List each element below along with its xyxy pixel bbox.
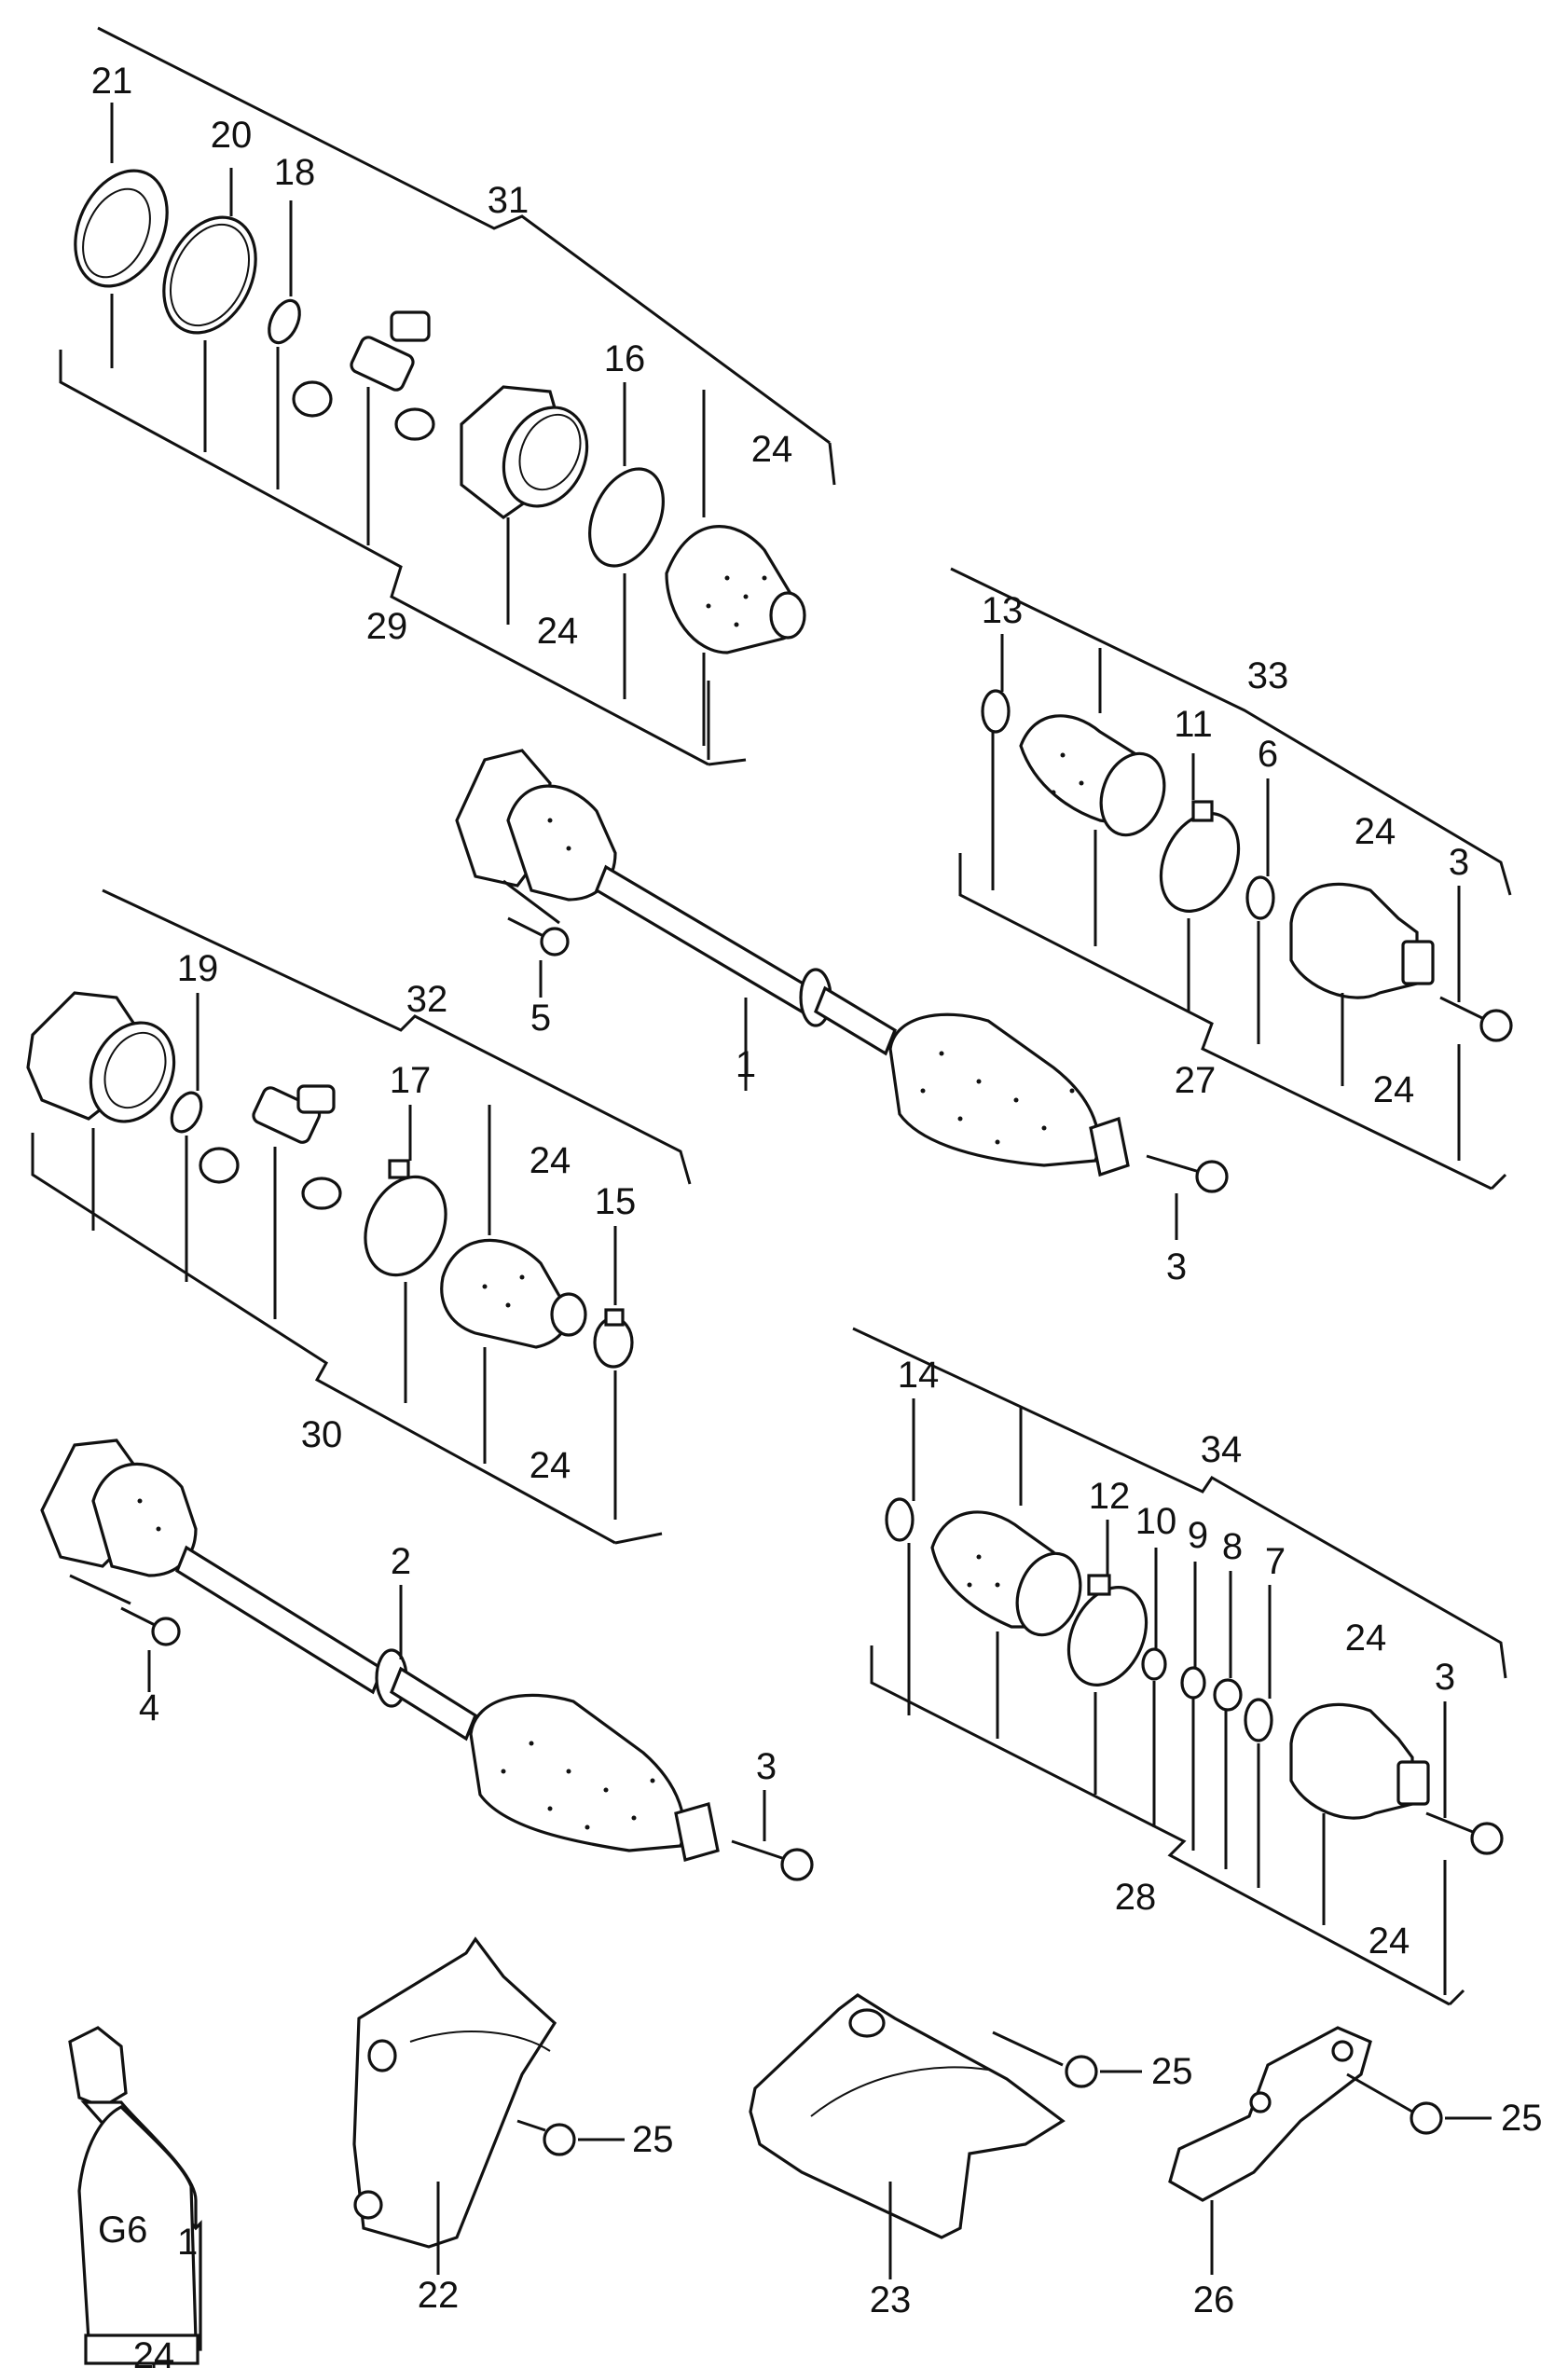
cv-joint-right-upper (1289, 882, 1435, 1086)
label-24-right-upper: 24 (1355, 811, 1396, 852)
bolt-3-shaft2 (731, 1790, 814, 1881)
label-24-middle-bottom: 24 (530, 1445, 571, 1486)
cv-housing-top (460, 385, 589, 625)
label-3-right-lower: 3 (1435, 1657, 1455, 1698)
tripod-spider (292, 310, 435, 545)
label-33: 33 (1247, 655, 1289, 696)
circlip-6 (1245, 778, 1275, 1044)
tube-marking-sub: 1 (177, 2222, 198, 2263)
clamp-15 (593, 1226, 634, 1520)
label-34: 34 (1201, 1429, 1243, 1470)
label-18: 18 (274, 152, 316, 193)
label-9: 9 (1188, 1515, 1208, 1556)
group-32-bracket (31, 888, 692, 1545)
tube-marking: G6 (98, 2210, 147, 2251)
bolt-5 (507, 916, 570, 998)
label-1: 1 (736, 1044, 756, 1085)
label-8: 8 (1222, 1526, 1243, 1567)
label-30: 30 (301, 1414, 343, 1455)
label-25-b: 25 (1151, 2051, 1193, 2092)
label-25-c: 25 (1501, 2098, 1543, 2139)
group-34-bracket (852, 1327, 1507, 2006)
tripod-spider-middle (199, 1084, 342, 1319)
boot-right-lower (930, 1408, 1082, 1739)
label-24-top-right: 24 (751, 429, 793, 470)
circlip-7 (1244, 1585, 1273, 1888)
label-24-middle-top: 24 (530, 1140, 571, 1181)
cv-housing-middle (26, 991, 176, 1231)
bracket-26 (1168, 2026, 1372, 2275)
drive-shaft-1 (455, 749, 1130, 1177)
ring-20 (162, 168, 257, 452)
label-7: 7 (1265, 1541, 1286, 1582)
label-22: 22 (418, 2275, 460, 2316)
circlip-10 (1141, 1548, 1167, 1827)
spacer-8 (1213, 1571, 1243, 1869)
drive-shaft-2 (40, 1439, 720, 1863)
bolt-3-right-upper (1439, 886, 1513, 1161)
boot-middle (440, 1105, 587, 1464)
label-23: 23 (870, 2279, 912, 2320)
label-12: 12 (1089, 1476, 1131, 1517)
clamp-14 (885, 1398, 915, 1715)
label-5: 5 (530, 998, 551, 1039)
label-32: 32 (406, 979, 448, 1020)
label-24-right-lower-bottom: 24 (1369, 1921, 1410, 1962)
circlip-18 (268, 200, 301, 489)
label-2: 2 (391, 1541, 411, 1582)
clamp-17 (364, 1105, 447, 1403)
label-28: 28 (1115, 1877, 1157, 1918)
group-31-bracket (59, 26, 836, 766)
label-24-top-bottom: 24 (537, 611, 579, 652)
label-13: 13 (982, 590, 1024, 631)
label-26: 26 (1193, 2279, 1235, 2320)
washer-9 (1180, 1562, 1206, 1851)
bolt-4 (120, 1606, 181, 1692)
label-27: 27 (1175, 1060, 1217, 1101)
label-21: 21 (91, 61, 133, 102)
boot-top (665, 390, 806, 746)
label-11: 11 (1174, 704, 1213, 745)
grease-tube-24: G6 1 (68, 2026, 202, 2368)
bolt-3-shaft1 (1146, 1154, 1229, 1240)
label-14: 14 (898, 1355, 940, 1396)
boot-texture-dots (137, 575, 1084, 1830)
label-16: 16 (604, 338, 646, 379)
label-17: 17 (390, 1060, 432, 1101)
heat-shield-22 (352, 1936, 557, 2275)
label-31: 31 (488, 180, 530, 221)
label-6: 6 (1258, 734, 1278, 775)
bolt-25-a (516, 2119, 625, 2156)
clamp-16 (588, 382, 665, 699)
label-24-right-upper-bottom: 24 (1373, 1069, 1415, 1110)
boot-right-upper (1019, 648, 1166, 946)
bolt-25-c (1346, 2072, 1492, 2135)
group-33-bracket (950, 567, 1512, 1191)
label-19: 19 (177, 948, 219, 989)
heat-shield-23 (749, 1993, 1066, 2279)
cv-joint-right-lower (1289, 1702, 1430, 1925)
label-24-tube: 24 (133, 2335, 175, 2368)
label-4: 4 (139, 1687, 159, 1728)
bolt-25-b (992, 2031, 1142, 2088)
label-3-right-upper: 3 (1449, 842, 1469, 883)
label-25-a: 25 (632, 2119, 674, 2160)
clamp-13 (981, 634, 1011, 890)
label-3-shaft1: 3 (1166, 1246, 1187, 1287)
clamp-11 (1159, 753, 1241, 1012)
label-20: 20 (211, 115, 253, 156)
label-3-shaft2: 3 (756, 1746, 777, 1787)
circlip-19 (170, 993, 203, 1282)
label-10: 10 (1135, 1501, 1177, 1542)
label-24-right-lower: 24 (1345, 1618, 1387, 1659)
label-29: 29 (366, 606, 408, 647)
label-15: 15 (595, 1181, 637, 1222)
clamp-12 (1066, 1520, 1148, 1795)
bolt-3-right-lower (1425, 1701, 1504, 1995)
ring-21 (74, 103, 169, 368)
